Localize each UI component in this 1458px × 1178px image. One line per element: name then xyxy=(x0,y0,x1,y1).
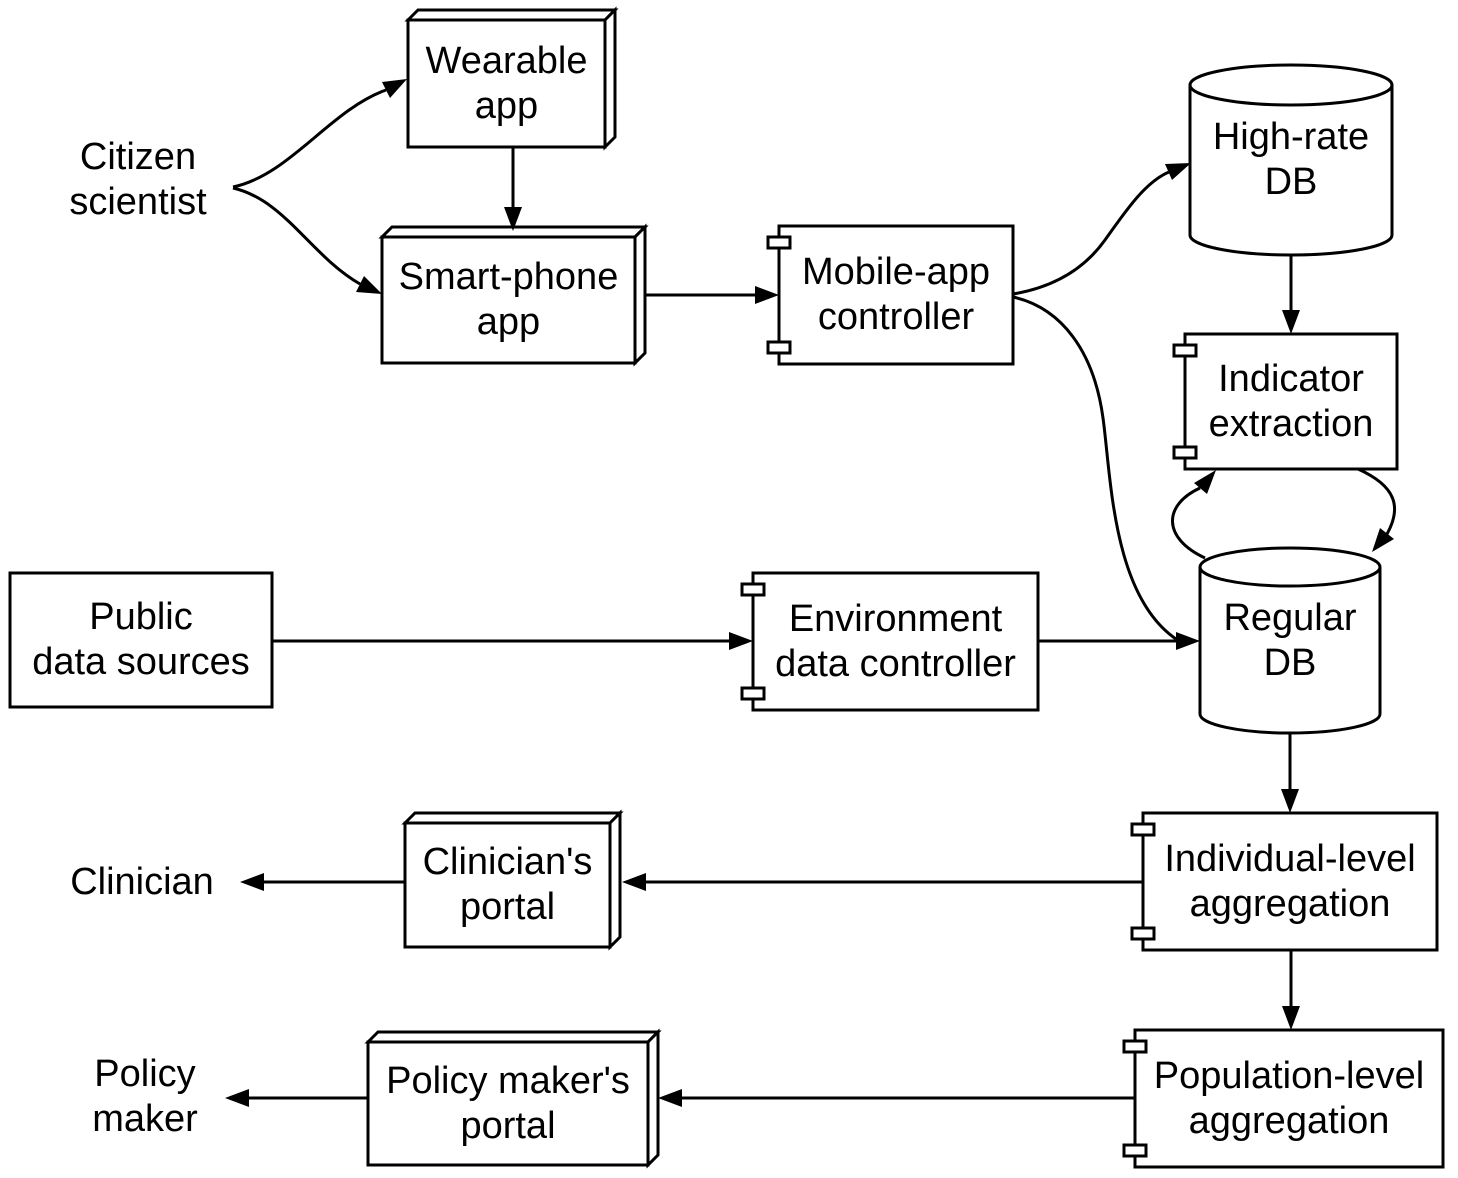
arrow-wearable-to-smartphone xyxy=(504,147,522,231)
port-icon xyxy=(766,235,792,250)
port-icon xyxy=(1130,822,1156,837)
component-label-individual-level-aggregation: Individual-level aggregation xyxy=(1164,837,1416,925)
component-label-population-level-aggregation: Population-level aggregation xyxy=(1153,1054,1425,1142)
component-population-level-aggregation-shape xyxy=(1122,1028,1445,1169)
arrow-policy-portal-to-policy-maker xyxy=(225,1089,368,1107)
node-smartphone-app-shape xyxy=(378,223,649,367)
port-icon xyxy=(766,340,792,355)
arrow-regular-db-to-individual-aggregation xyxy=(1281,733,1299,813)
arrow-individual-aggregation-to-clinicians-portal xyxy=(622,873,1143,891)
actor-label-citizen-scientist: Citizen scientist xyxy=(69,136,207,223)
component-indicator-extraction-shape xyxy=(1172,332,1399,471)
component-label-environment-data-controller: Environment data controller xyxy=(775,597,1016,685)
arrow-citizen-to-smartphone-app xyxy=(232,186,382,294)
port-icon xyxy=(1130,926,1156,941)
arrow-mobile-controller-to-regular-db xyxy=(1012,295,1177,641)
component-label-mobile-app-controller: Mobile-app controller xyxy=(802,251,990,338)
port-icon xyxy=(740,686,766,701)
database-high-rate-db-shape xyxy=(1188,63,1394,257)
node-label-wearable-app: Wearable app xyxy=(425,39,588,127)
node-label-clinicians-portal: Clinician's portal xyxy=(422,841,593,928)
arrow-high-rate-db-to-indicator-extraction xyxy=(1282,255,1300,334)
arrow-population-aggregation-to-policy-portal xyxy=(658,1089,1135,1107)
arrow-regular-db-to-indicator-extraction xyxy=(1171,470,1216,560)
arrow-citizen-to-wearable-app xyxy=(232,79,407,189)
actor-label-policy-maker: Policy maker xyxy=(92,1053,198,1140)
arrow-clinicians-portal-to-clinician xyxy=(240,873,405,891)
node-policy-makers-portal-shape xyxy=(364,1028,662,1169)
node-wearable-app-shape xyxy=(404,6,619,151)
arrow-environment-controller-to-regular-db xyxy=(1038,632,1200,650)
port-icon xyxy=(1122,1039,1148,1054)
port-icon xyxy=(1172,343,1198,358)
node-label-policy-makers-portal: Policy maker's portal xyxy=(386,1059,630,1147)
arrow-individual-to-population-aggregation xyxy=(1282,950,1300,1030)
component-individual-level-aggregation-shape xyxy=(1130,811,1439,952)
database-label-regular-db: Regular DB xyxy=(1223,596,1357,684)
component-label-indicator-extraction: Indicator extraction xyxy=(1208,357,1374,445)
node-label-smartphone-app: Smart-phone app xyxy=(398,256,619,343)
port-icon xyxy=(1172,445,1198,460)
arrow-indicator-extraction-to-regular-db xyxy=(1357,467,1397,552)
node-clinicians-portal-shape xyxy=(401,809,624,951)
arrow-public-sources-to-environment-controller xyxy=(272,632,753,650)
actor-label-clinician: Clinician xyxy=(70,860,214,903)
arrow-mobile-controller-to-high-rate-db xyxy=(1012,163,1191,296)
database-label-high-rate-db: High-rate DB xyxy=(1212,116,1370,203)
component-environment-data-controller-shape xyxy=(740,571,1040,712)
arrow-smartphone-to-mobile-controller xyxy=(645,286,779,304)
component-mobile-app-controller-shape xyxy=(766,224,1015,366)
port-icon xyxy=(1122,1143,1148,1158)
port-icon xyxy=(740,582,766,597)
database-regular-db-shape xyxy=(1198,546,1382,735)
box-label-public-data-sources: Public data sources xyxy=(32,596,250,683)
